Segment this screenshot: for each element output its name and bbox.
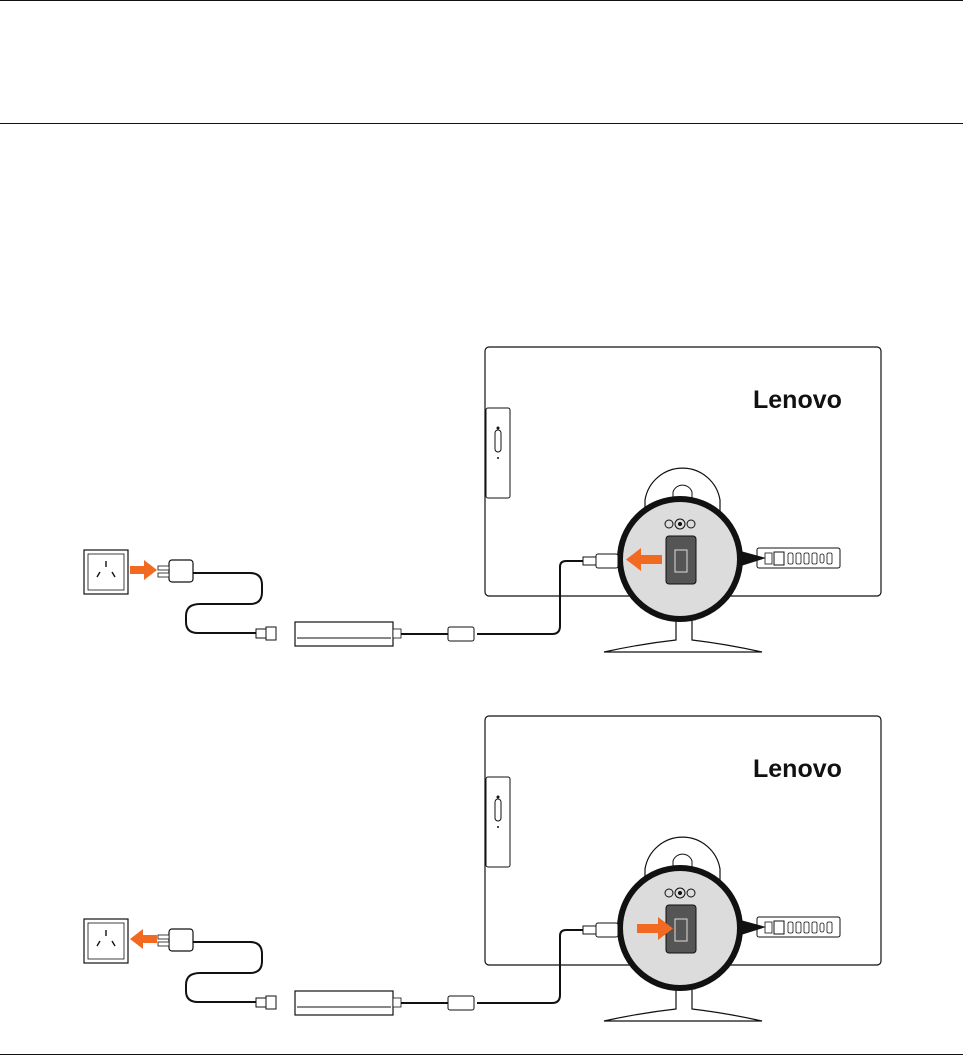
disconnect-diagram: Lenovo — [0, 709, 963, 1049]
power-plug-icon — [158, 929, 276, 1009]
power-adapter-icon — [295, 622, 401, 646]
connect-illustration: Lenovo — [0, 340, 963, 680]
power-adapter-icon — [295, 991, 401, 1015]
bottom-rule — [0, 1054, 963, 1055]
connect-diagram: Lenovo — [0, 340, 963, 680]
power-plug-icon — [158, 560, 276, 640]
top-rule — [0, 0, 963, 1]
unplug-arrow — [130, 929, 157, 949]
wall-outlet-icon — [84, 550, 128, 594]
wall-outlet-icon — [84, 919, 128, 963]
disconnect-illustration: Lenovo — [0, 709, 963, 1049]
plug-in-arrow — [130, 560, 157, 580]
lenovo-logo: Lenovo — [753, 755, 842, 783]
lenovo-logo: Lenovo — [753, 386, 842, 414]
header-divider — [0, 123, 963, 124]
